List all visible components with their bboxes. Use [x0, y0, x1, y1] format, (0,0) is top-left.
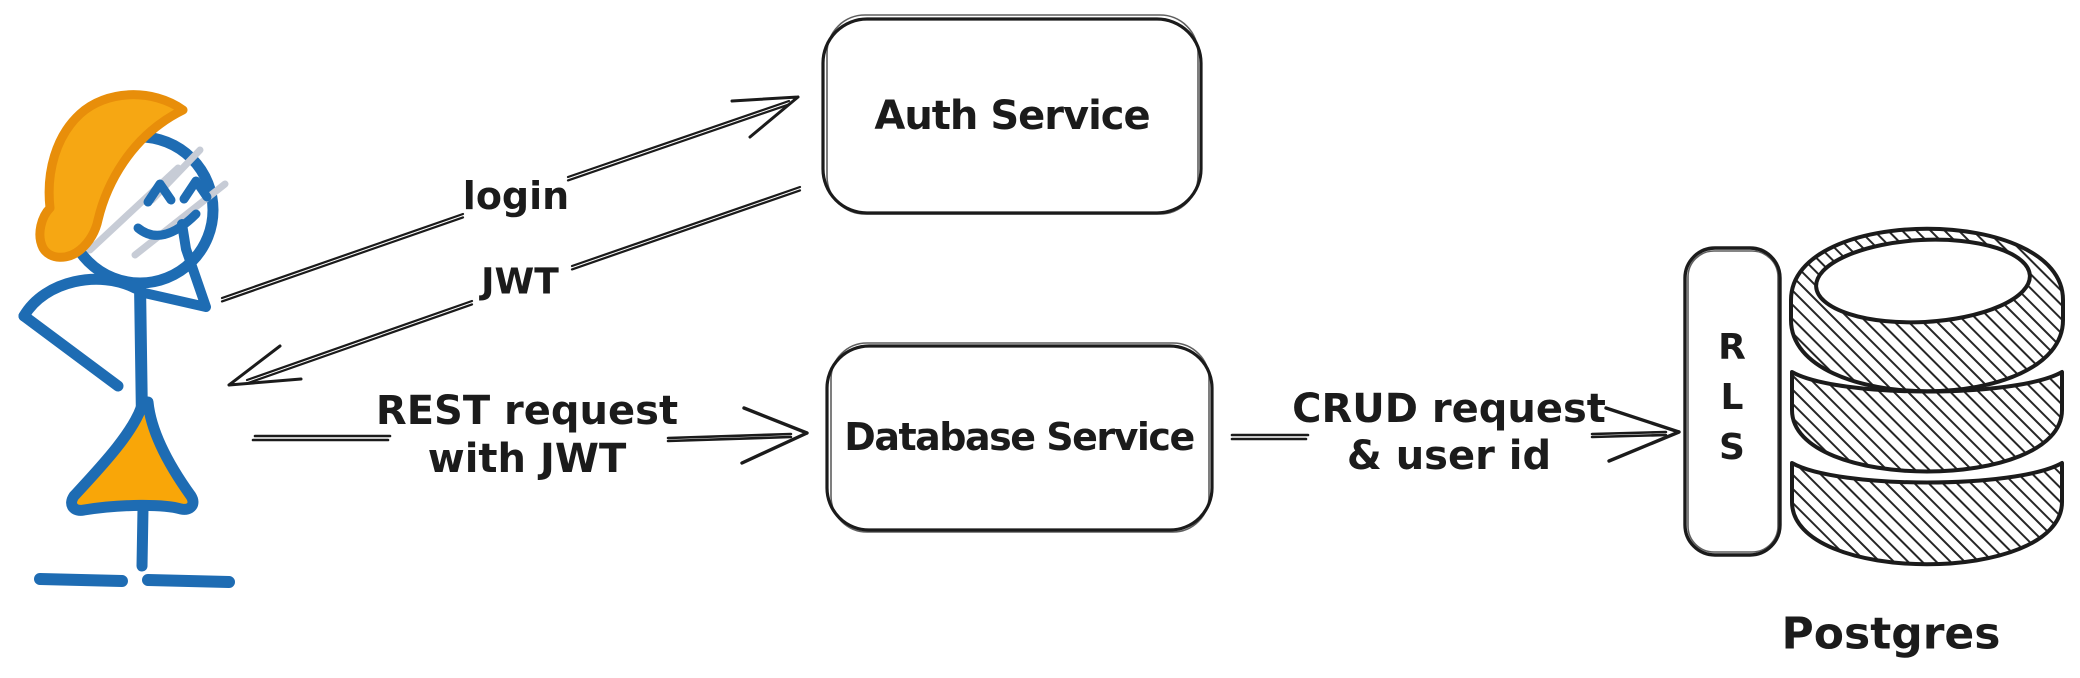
db-band-bottom [1790, 461, 2064, 567]
crud-arrowhead [1604, 406, 1681, 463]
skirt [66, 396, 199, 516]
left-arm-forearm [18, 310, 124, 392]
right-arm [135, 219, 211, 312]
rls-letter-l: L [1720, 377, 1744, 418]
leg [136, 503, 149, 572]
rls-letter-r: R [1718, 327, 1746, 368]
postgres-database-icon [1789, 226, 2065, 567]
rest-arrow-label-line2: with JWT [427, 436, 627, 482]
user-face [133, 176, 212, 240]
rest-arrow [251, 406, 809, 465]
rest-arrow-label-line1: REST request [375, 388, 679, 434]
rls-letter-s: S [1719, 427, 1745, 468]
crud-arrow [1230, 406, 1681, 463]
rls-gate-label: R L S [1718, 323, 1746, 473]
right-eye [179, 176, 212, 204]
jwt-arrowhead [227, 344, 303, 387]
rest-arrow-label: REST request with JWT [376, 387, 678, 483]
auth-service-label: Auth Service [874, 93, 1150, 139]
postgres-label: Postgres [1781, 608, 2001, 660]
left-arm-upper [18, 273, 141, 322]
db-top-opening [1814, 237, 2032, 325]
left-foot [34, 573, 128, 587]
crud-arrow-label-line2: & user id [1346, 433, 1552, 479]
login-arrow-label: login [462, 174, 570, 219]
crud-arrow-label: CRUD request & user id [1292, 386, 1606, 480]
login-arrowhead [730, 95, 800, 139]
user-body [18, 219, 235, 588]
rest-arrowhead [740, 406, 809, 465]
db-band-middle [1790, 370, 2064, 474]
crud-arrow-label-line1: CRUD request [1292, 386, 1606, 432]
auth-service-box [821, 14, 1203, 215]
right-foot [142, 574, 235, 588]
smile [133, 209, 201, 240]
user-figure-icon [18, 90, 235, 588]
jwt-arrow [227, 185, 802, 387]
database-service-label: Database Service [844, 415, 1195, 460]
user-hair [35, 90, 188, 262]
node-boxes [821, 14, 1782, 557]
jwt-arrow-label: JWT [481, 261, 559, 303]
arrows [220, 95, 1681, 465]
left-eye [143, 179, 176, 207]
database-service-box [825, 342, 1214, 533]
login-arrow [220, 95, 800, 303]
rls-gate-box [1683, 246, 1782, 557]
